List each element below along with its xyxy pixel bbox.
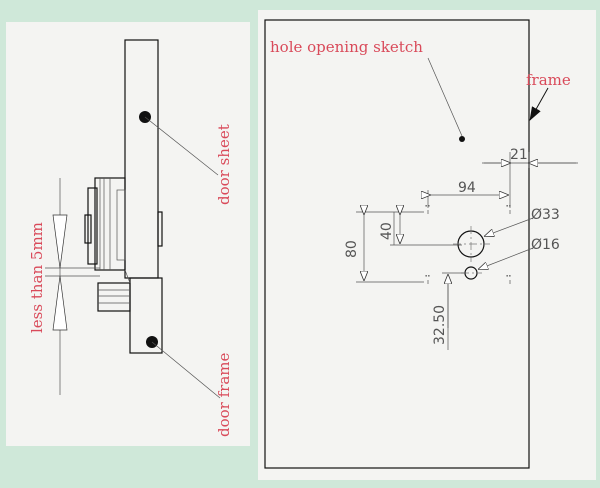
door-outline [264, 19, 530, 469]
sketch-title: hole opening sketch [270, 38, 423, 56]
gap-note-label: less than 5mm [28, 222, 46, 333]
door-frame-label: door frame [215, 353, 233, 437]
strike-plate [97, 282, 131, 312]
hole-marker: ¨ [424, 204, 431, 220]
svg-text:¨: ¨ [505, 204, 512, 220]
frame-label: frame [526, 71, 571, 89]
svg-text:¨: ¨ [505, 274, 512, 290]
door-frame-section [129, 277, 163, 354]
svg-text:¨: ¨ [424, 274, 431, 290]
dim-40: 40 [379, 222, 395, 240]
dim-dia33: Ø33 [531, 207, 560, 223]
dim-21: 21 [510, 147, 528, 163]
hole-sketch-panel: hole opening sketch frame ¨ ¨ ¨ ¨ 21 94 … [258, 10, 596, 480]
dim-dia16: Ø16 [531, 237, 560, 253]
dim-80: 80 [344, 240, 360, 258]
dim-32-50: 32.50 [432, 305, 448, 345]
door-sheet-label: door sheet [215, 124, 233, 205]
side-view-panel: door sheet door frame less than 5mm [6, 22, 250, 446]
dim-94: 94 [458, 180, 476, 196]
